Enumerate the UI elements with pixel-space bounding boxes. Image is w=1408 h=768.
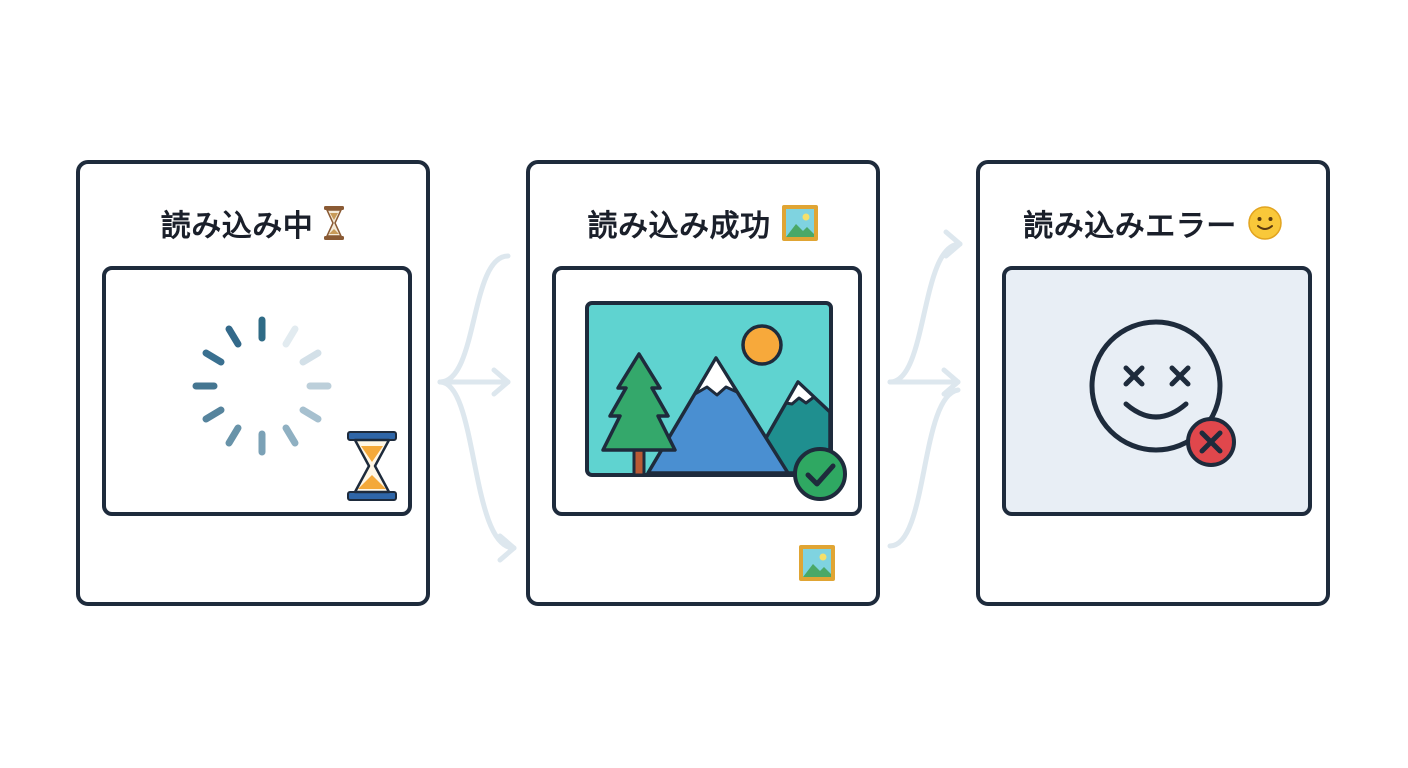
loading-spinner-icon: [192, 316, 397, 501]
connector-curve-top: [437, 253, 511, 385]
connector-arrow-head: [497, 533, 517, 563]
snow-cap: [693, 356, 739, 397]
mountain-main: [646, 356, 790, 475]
connector-arrow-head: [943, 229, 963, 259]
spinner-tick: [282, 325, 299, 348]
smiley-face-icon: [1247, 205, 1283, 241]
hourglass-icon: [323, 205, 345, 241]
loading-state-card: 読み込み中: [76, 160, 430, 606]
framed-picture-icon: [781, 204, 819, 242]
dizzy-face-icon: [1089, 319, 1236, 467]
connector-curve-top: [887, 241, 963, 385]
connector-curve-bottom: [887, 387, 961, 549]
error-x-circle-icon: [1186, 417, 1236, 467]
success-panel: [552, 266, 862, 516]
error-panel: [1002, 266, 1312, 516]
connector-arrow-head: [491, 367, 511, 397]
framed-picture-icon: [799, 545, 835, 581]
spinner-tick: [299, 406, 322, 423]
hourglass-icon: [347, 431, 397, 501]
card-title: 読み込み成功: [530, 200, 876, 246]
tree-icon: [601, 352, 677, 477]
success-state-card: 読み込み成功: [526, 160, 880, 606]
card-title: 読み込み中: [80, 200, 426, 246]
snow-cap: [784, 380, 816, 406]
sun-icon: [741, 324, 783, 366]
spinner-tick: [202, 349, 225, 366]
loading-panel: [102, 266, 412, 516]
card-title: 読み込みエラー: [980, 200, 1326, 246]
spinner-tick: [282, 424, 299, 447]
spinner-tick: [299, 349, 322, 366]
loading-title: 読み込み中: [160, 209, 314, 244]
spinner-tick: [225, 325, 242, 348]
connector-curve-bottom: [437, 379, 517, 551]
spinner-tick: [202, 406, 225, 423]
success-title: 読み込み成功: [587, 209, 771, 244]
landscape-image-icon: [585, 301, 847, 501]
spinner-tick: [225, 424, 242, 447]
connector-arrow-head: [941, 367, 961, 397]
error-state-card: 読み込みエラー: [976, 160, 1330, 606]
error-title: 読み込みエラー: [1023, 209, 1237, 244]
check-circle-icon: [793, 447, 847, 501]
